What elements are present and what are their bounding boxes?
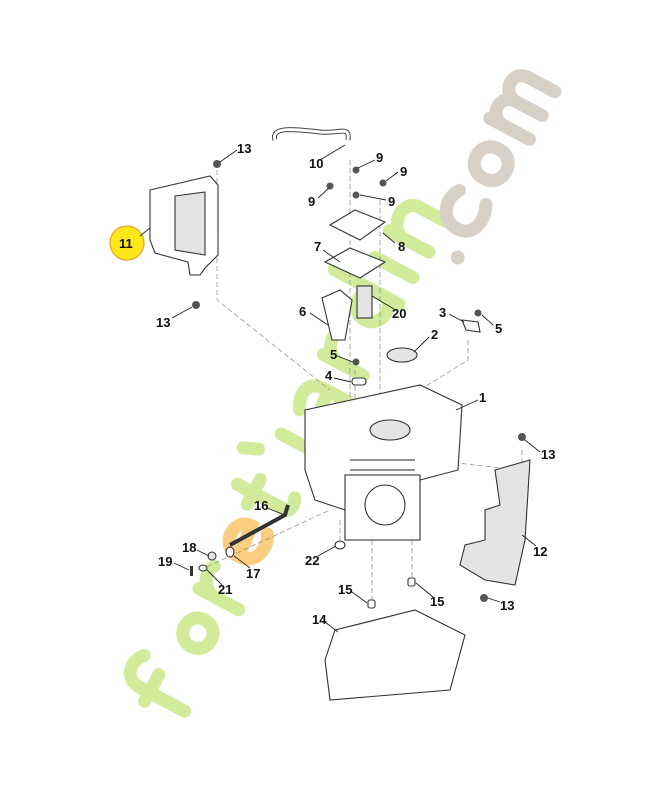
- label-15[interactable]: 15: [338, 582, 352, 597]
- label-9[interactable]: 9: [400, 164, 407, 179]
- leader-lines: [139, 144, 541, 633]
- label-11[interactable]: 11: [119, 236, 133, 251]
- part-7-gasket: [323, 247, 387, 279]
- label-14[interactable]: 14: [312, 612, 327, 627]
- label-12[interactable]: 12: [533, 544, 547, 559]
- part-4-plug: [351, 377, 367, 386]
- screws: [192, 160, 526, 602]
- label-7[interactable]: 7: [314, 239, 321, 254]
- label-8[interactable]: 8: [398, 239, 405, 254]
- part-1-crankcase: [304, 384, 463, 541]
- label-5[interactable]: 5: [495, 321, 502, 336]
- label-4[interactable]: 4: [325, 368, 333, 383]
- label-13[interactable]: 13: [156, 315, 170, 330]
- part-8-cover-plate: [328, 209, 387, 241]
- part-2-seal: [386, 347, 418, 363]
- label-3[interactable]: 3: [439, 305, 446, 320]
- label-22[interactable]: 22: [305, 553, 319, 568]
- part-labels: 13 10 9 9 9 9 11 8 7 13 6 20 3 5 2 5 4 1…: [119, 141, 555, 627]
- label-2[interactable]: 2: [431, 327, 438, 342]
- label-9[interactable]: 9: [388, 194, 395, 209]
- label-17[interactable]: 17: [246, 566, 260, 581]
- callout-11-highlight[interactable]: [109, 225, 145, 261]
- label-13[interactable]: 13: [500, 598, 514, 613]
- label-1[interactable]: 1: [479, 390, 486, 405]
- part-3-clip: [461, 319, 481, 333]
- label-21[interactable]: 21: [218, 582, 232, 597]
- label-9[interactable]: 9: [376, 150, 383, 165]
- small-parts: [190, 540, 416, 609]
- label-19[interactable]: 19: [158, 554, 172, 569]
- label-6[interactable]: 6: [299, 304, 306, 319]
- label-16[interactable]: 16: [254, 498, 268, 513]
- label-10[interactable]: 10: [309, 156, 323, 171]
- label-5[interactable]: 5: [330, 347, 337, 362]
- label-13[interactable]: 13: [541, 447, 555, 462]
- part-12-shroud: [459, 459, 531, 586]
- part-20-block: [356, 285, 373, 319]
- label-13[interactable]: 13: [237, 141, 251, 156]
- label-9[interactable]: 9: [308, 194, 315, 209]
- part-14-gasket: [324, 609, 466, 701]
- label-18[interactable]: 18: [182, 540, 196, 555]
- part-6-bracket: [321, 289, 353, 341]
- label-20[interactable]: 20: [392, 306, 406, 321]
- part-11-cover: [149, 175, 219, 276]
- label-15[interactable]: 15: [430, 594, 444, 609]
